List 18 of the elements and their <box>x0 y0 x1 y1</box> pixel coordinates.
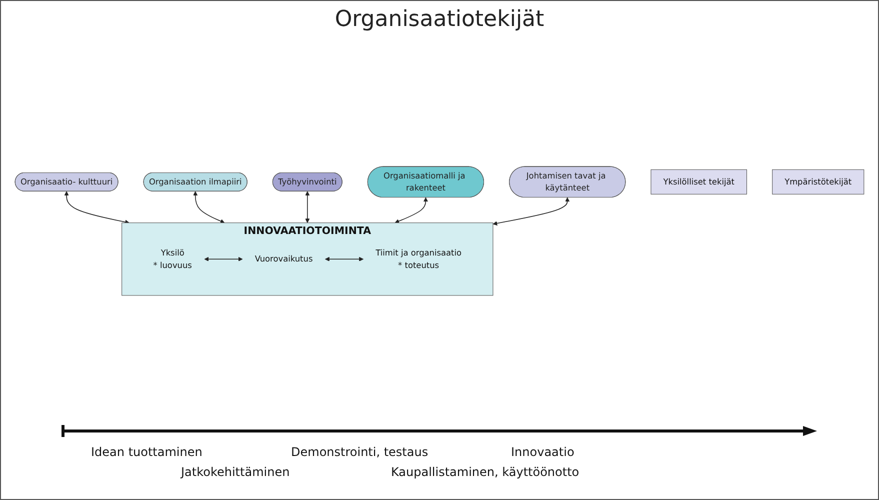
node-text: Yksilö * luovuus <box>153 248 192 270</box>
timeline-label: Idean tuottaminen <box>91 445 202 459</box>
arrow <box>305 191 310 224</box>
timeline-label: Demonstrointi, testaus <box>291 445 428 459</box>
arrow <box>193 191 225 224</box>
timeline-label: Innovaatio <box>511 445 574 459</box>
node-text: Vuorovaikutus <box>254 254 313 264</box>
arrow <box>64 191 130 224</box>
arrow <box>492 197 570 226</box>
arrow <box>324 256 364 262</box>
timeline-label: Jatkokehittäminen <box>181 465 290 479</box>
arrow <box>394 197 428 224</box>
arrow <box>204 256 243 262</box>
diagram-title: Organisaatiotekijät <box>334 7 544 32</box>
timeline-label: Kaupallistaminen, käyttöönotto <box>391 465 580 479</box>
node-box: Yksilölliset tekijät <box>650 169 747 194</box>
node-text: Tiimit ja organisaatio * toteutus <box>376 248 462 270</box>
node-box: Ympäristötekijät <box>772 169 864 194</box>
